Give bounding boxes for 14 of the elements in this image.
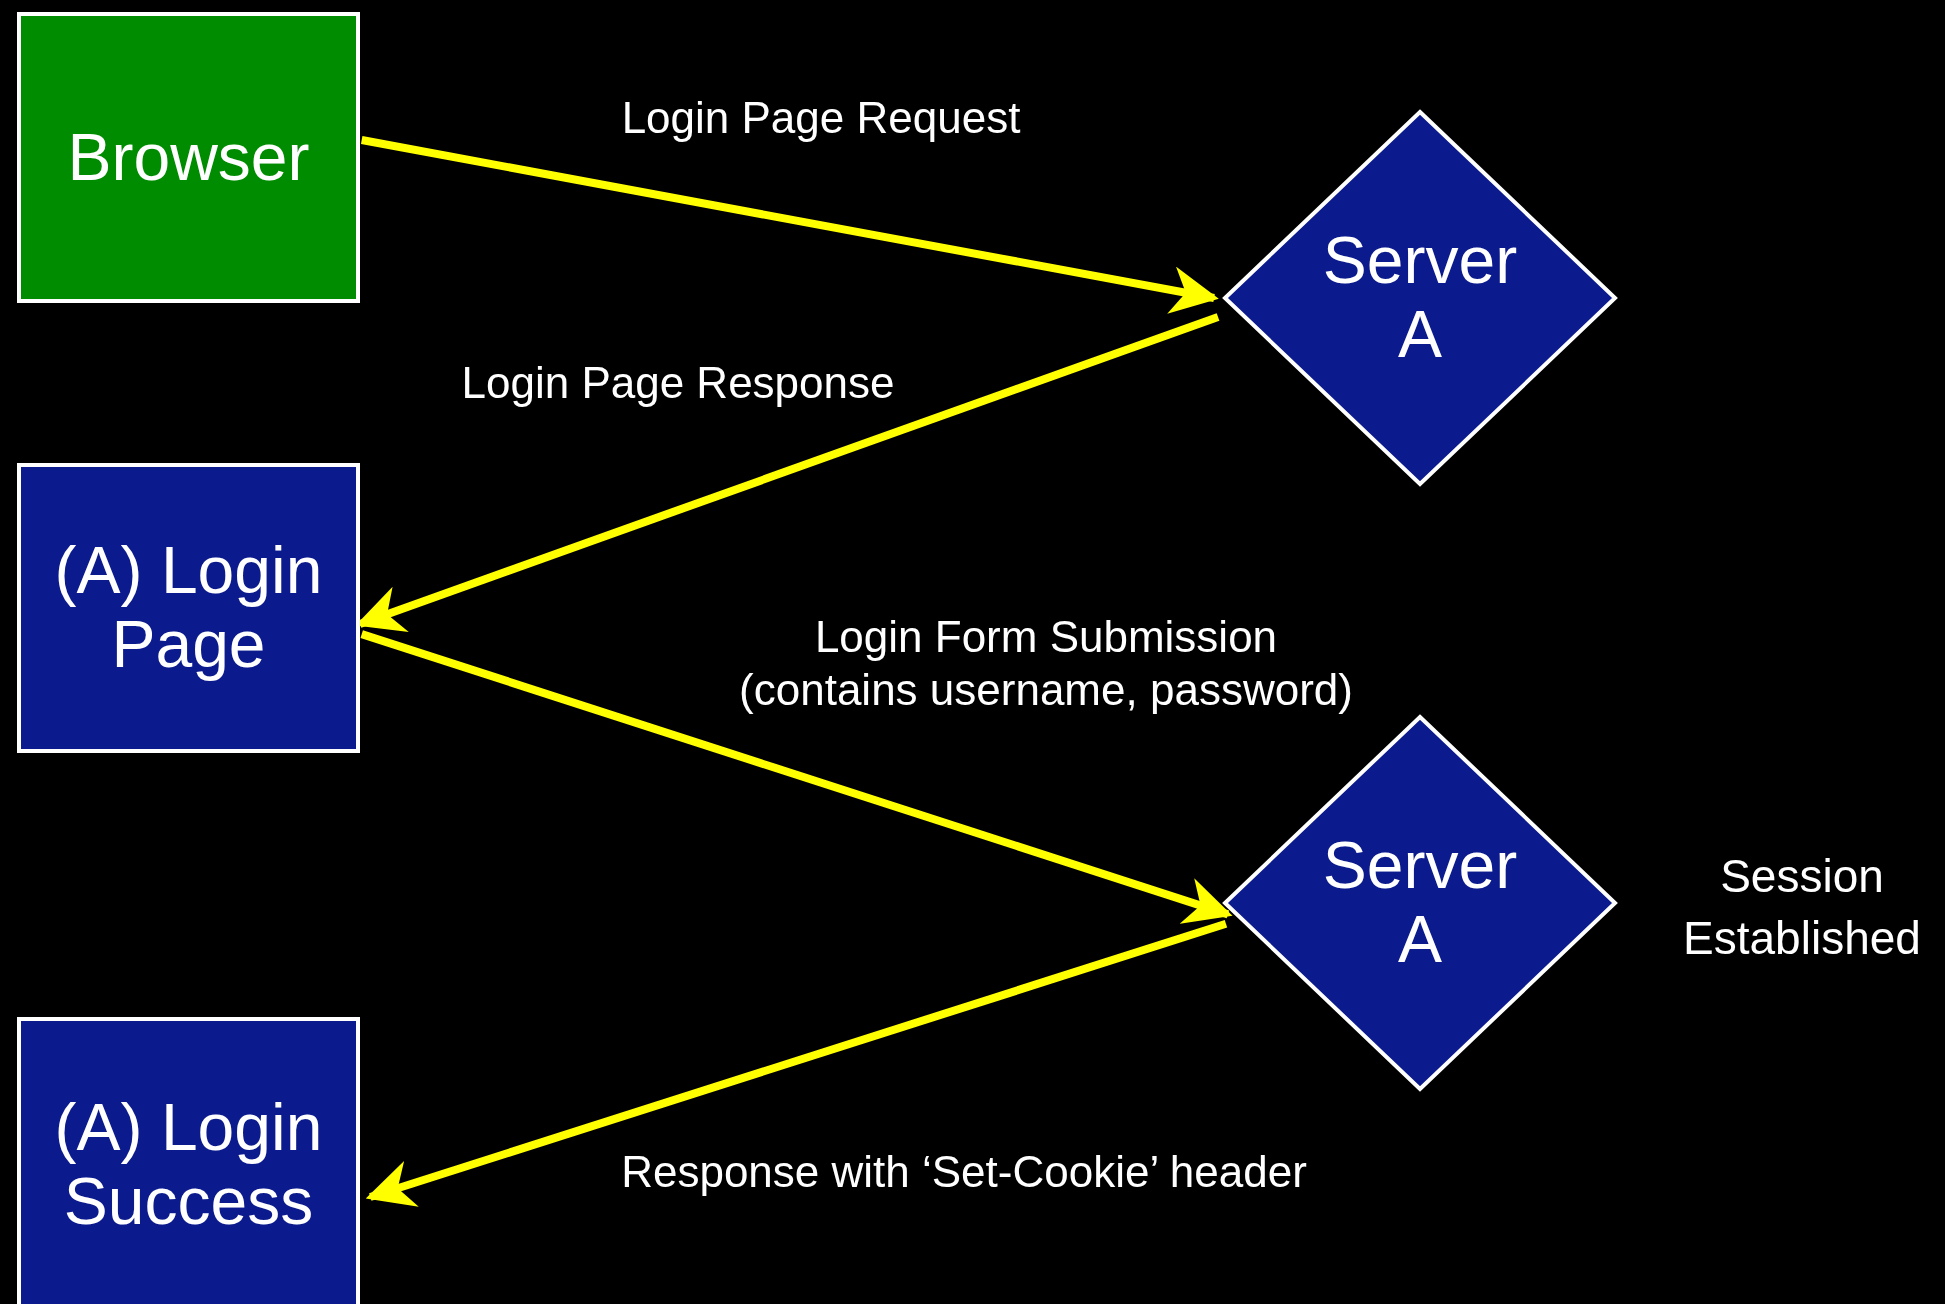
node-label: (A) Login Success: [53, 1090, 324, 1239]
note-text: Session Established: [1682, 848, 1922, 966]
page-box: [17, 1017, 360, 1304]
page-box: [17, 463, 360, 753]
client-box: [17, 12, 360, 303]
node-label: Server A: [1321, 224, 1519, 372]
node-label: (A) Login Page: [53, 534, 324, 682]
node-label: Server A: [1321, 829, 1519, 977]
arrow: [361, 136, 1219, 314]
arrow: [365, 919, 1228, 1207]
server-diamond: [1222, 109, 1618, 487]
server-diamond: [1222, 714, 1618, 1092]
node-label: Browser: [66, 120, 311, 195]
arrow: [360, 630, 1233, 924]
